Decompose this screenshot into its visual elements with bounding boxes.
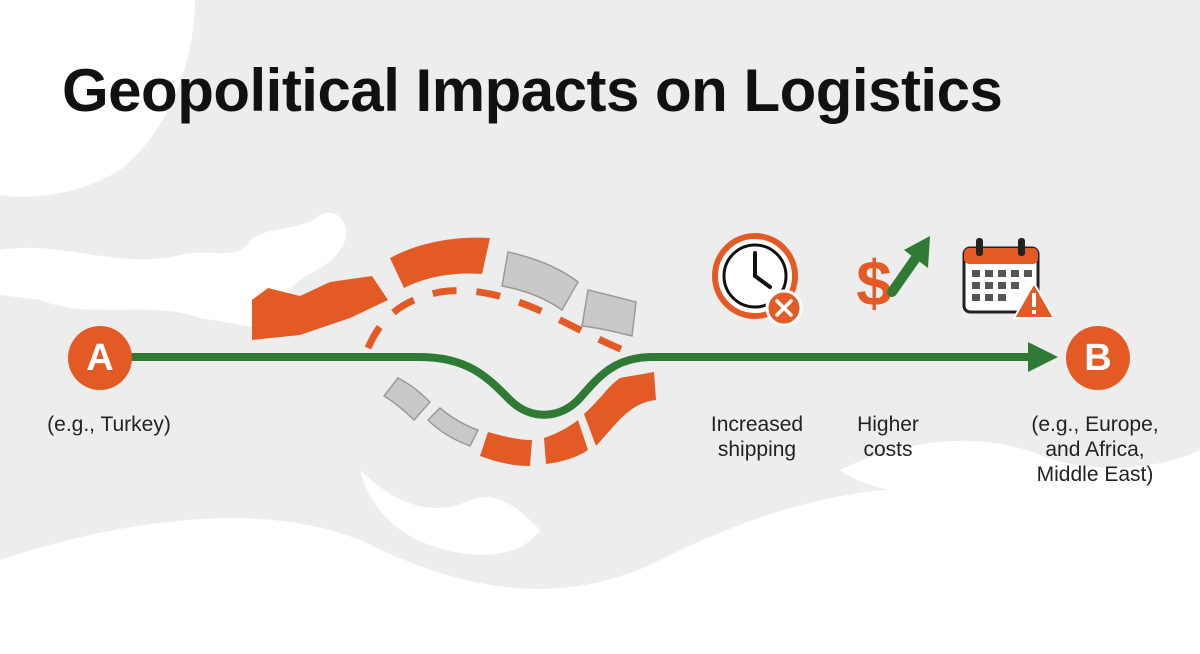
destination-caption: (e.g., Europe, and Africa, Middle East)	[1031, 413, 1159, 486]
origin-node-a: A	[68, 326, 132, 390]
map-land-top	[0, 0, 195, 197]
page-title: Geopolitical Impacts on Logistics	[62, 57, 1003, 124]
blocked-route-segment	[426, 406, 480, 447]
impact-label-shipping: Increased shipping	[710, 413, 804, 461]
blocked-route-segment	[544, 420, 588, 464]
map-island	[840, 440, 1200, 516]
origin-caption: (e.g., Turkey)	[47, 413, 171, 436]
blocked-route-segment	[252, 276, 388, 340]
blocked-route-segment	[584, 372, 656, 446]
impact-label-costs: Higher costs	[857, 413, 919, 461]
clock-with-x-icon	[712, 233, 803, 327]
blocked-route-segment	[501, 251, 579, 312]
blocked-route-segment	[581, 289, 637, 337]
map-land-bottom	[0, 470, 1200, 654]
blocked-route-segment	[390, 237, 490, 288]
destination-node-b: B	[1066, 326, 1130, 390]
svg-text:$: $	[856, 247, 892, 319]
blocked-route-segment	[480, 432, 532, 466]
calendar-warning-icon	[962, 238, 1056, 319]
main-route-line	[128, 353, 1038, 419]
blocked-route-segment	[382, 377, 432, 422]
dashed-route	[364, 287, 630, 356]
route-arrowhead	[1028, 342, 1058, 372]
map-coast-right	[360, 470, 540, 555]
dollar-up-arrow-icon: $	[856, 236, 930, 319]
